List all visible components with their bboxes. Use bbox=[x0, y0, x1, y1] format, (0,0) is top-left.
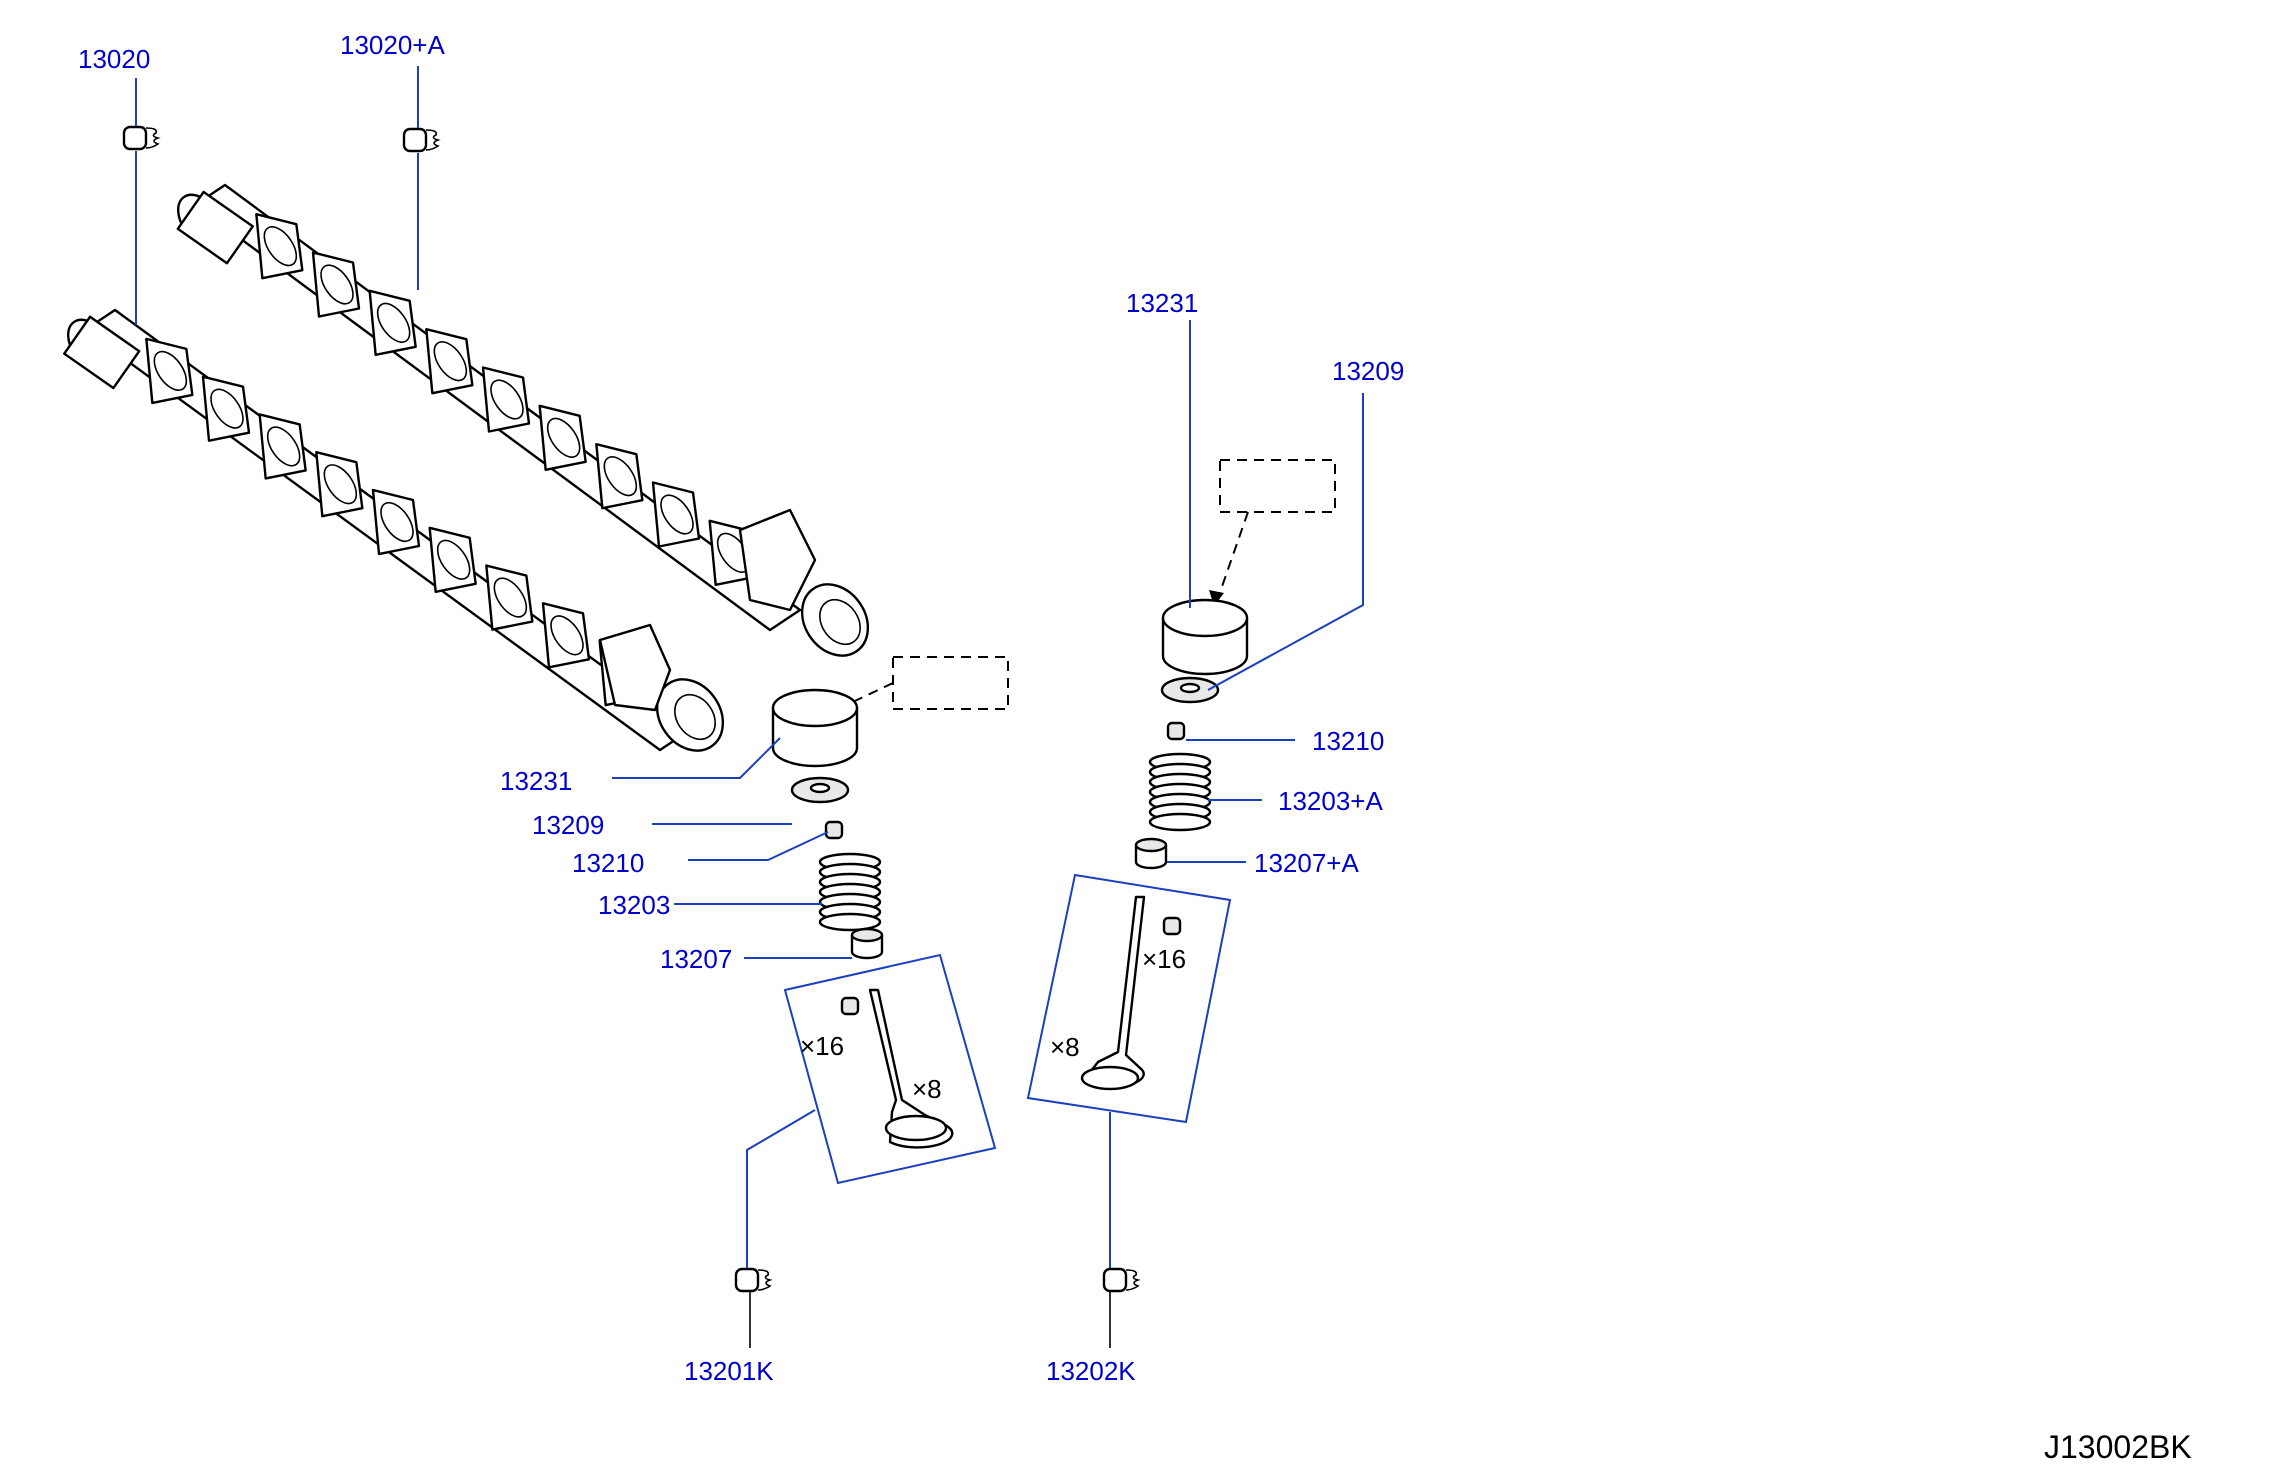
cam-lobe bbox=[541, 602, 591, 669]
callout-13201k: 13201K bbox=[684, 1356, 774, 1386]
reference-arrow bbox=[839, 682, 894, 709]
cam-lobe bbox=[368, 289, 417, 357]
spring-seat-icon bbox=[850, 927, 884, 960]
callout-13203-left: 13203 bbox=[598, 890, 670, 920]
cam-lobe bbox=[145, 337, 194, 405]
cam-journal bbox=[320, 264, 354, 305]
quantity-seal-right: ×16 bbox=[1142, 944, 1186, 974]
valve-lifter-icon bbox=[1161, 598, 1249, 676]
cam-lobe bbox=[371, 488, 421, 556]
cam-journal bbox=[436, 539, 471, 580]
callout-13202k: 13202K bbox=[1046, 1356, 1136, 1386]
valve-spring-icon bbox=[1148, 752, 1212, 832]
cam-journal bbox=[266, 426, 301, 467]
cam-journal bbox=[153, 350, 188, 391]
cam-lobe bbox=[481, 366, 531, 433]
cam-journal bbox=[493, 577, 528, 618]
callout-13231-right: 13231 bbox=[1126, 288, 1198, 318]
cam-journal bbox=[550, 615, 584, 656]
reference-box bbox=[1219, 459, 1336, 513]
valve-icon bbox=[868, 988, 954, 1149]
cam-journal bbox=[603, 456, 638, 497]
bracket-clip-icon bbox=[1102, 1267, 1141, 1293]
valve-icon bbox=[1080, 895, 1146, 1091]
quantity-seal-left: ×16 bbox=[800, 1031, 844, 1061]
reference-box bbox=[892, 656, 1009, 710]
callout-13207-a: 13207+A bbox=[1254, 848, 1359, 878]
bracket-clip-icon bbox=[122, 125, 161, 151]
valve-collet-icon bbox=[824, 820, 844, 840]
cam-journal bbox=[660, 494, 694, 535]
valve-kit-frame bbox=[1026, 873, 1232, 1124]
cam-journal bbox=[433, 341, 468, 382]
valve-lifter-icon bbox=[771, 688, 859, 768]
cam-lobe bbox=[315, 451, 364, 518]
cam-lobe bbox=[311, 251, 361, 318]
callout-13207-left: 13207 bbox=[660, 944, 732, 974]
callout-13203-a: 13203+A bbox=[1278, 786, 1383, 816]
reference-arrow bbox=[1217, 511, 1249, 599]
cam-lobe bbox=[258, 413, 307, 480]
callout-13209-left: 13209 bbox=[532, 810, 604, 840]
cam-journal bbox=[546, 417, 581, 458]
callout-13209-right: 13209 bbox=[1332, 356, 1404, 386]
cam-journal bbox=[323, 464, 358, 505]
valve-stem-seal-icon bbox=[840, 996, 860, 1016]
bracket-clip-icon bbox=[402, 127, 441, 153]
callout-13210-left: 13210 bbox=[572, 848, 644, 878]
cam-lobe bbox=[651, 481, 701, 548]
bracket-clip-icon bbox=[734, 1267, 773, 1293]
quantity-valve-right: ×8 bbox=[1050, 1032, 1080, 1062]
cam-lobe bbox=[428, 526, 477, 593]
cam-lobe bbox=[595, 442, 644, 510]
valve-collet-icon bbox=[1166, 721, 1186, 741]
valve-kit-frame bbox=[783, 953, 997, 1185]
diagram-code: J13002BK bbox=[2044, 1429, 2192, 1465]
leader-lines bbox=[135, 66, 1364, 1348]
cam-journal bbox=[210, 388, 244, 429]
spring-seat-icon bbox=[1134, 837, 1168, 870]
cam-journal bbox=[376, 302, 411, 343]
cam-journal bbox=[263, 226, 298, 267]
cam-lobe bbox=[538, 404, 587, 472]
shim-washer-icon bbox=[790, 776, 850, 804]
cam-lobe bbox=[255, 212, 304, 280]
callout-13020: 13020 bbox=[78, 44, 150, 74]
camshaft-upper-icon bbox=[176, 183, 870, 657]
cam-lobe bbox=[425, 327, 474, 395]
spring-coil bbox=[818, 912, 882, 932]
shim-washer-icon bbox=[1160, 676, 1220, 704]
callout-13231-left: 13231 bbox=[500, 766, 572, 796]
cam-lobe bbox=[201, 375, 251, 442]
camshaft-lower-icon bbox=[63, 308, 725, 752]
cam-journal bbox=[490, 379, 524, 420]
cam-lobe bbox=[485, 564, 534, 631]
callout-13210-right: 13210 bbox=[1312, 726, 1384, 756]
cam-journal bbox=[380, 501, 414, 543]
valve-stem-seal-icon bbox=[1162, 916, 1182, 936]
spring-coil bbox=[1148, 812, 1212, 832]
callout-13020-a: 13020+A bbox=[340, 30, 445, 60]
quantity-valve-left: ×8 bbox=[912, 1074, 942, 1104]
valve-spring-icon bbox=[818, 852, 882, 932]
